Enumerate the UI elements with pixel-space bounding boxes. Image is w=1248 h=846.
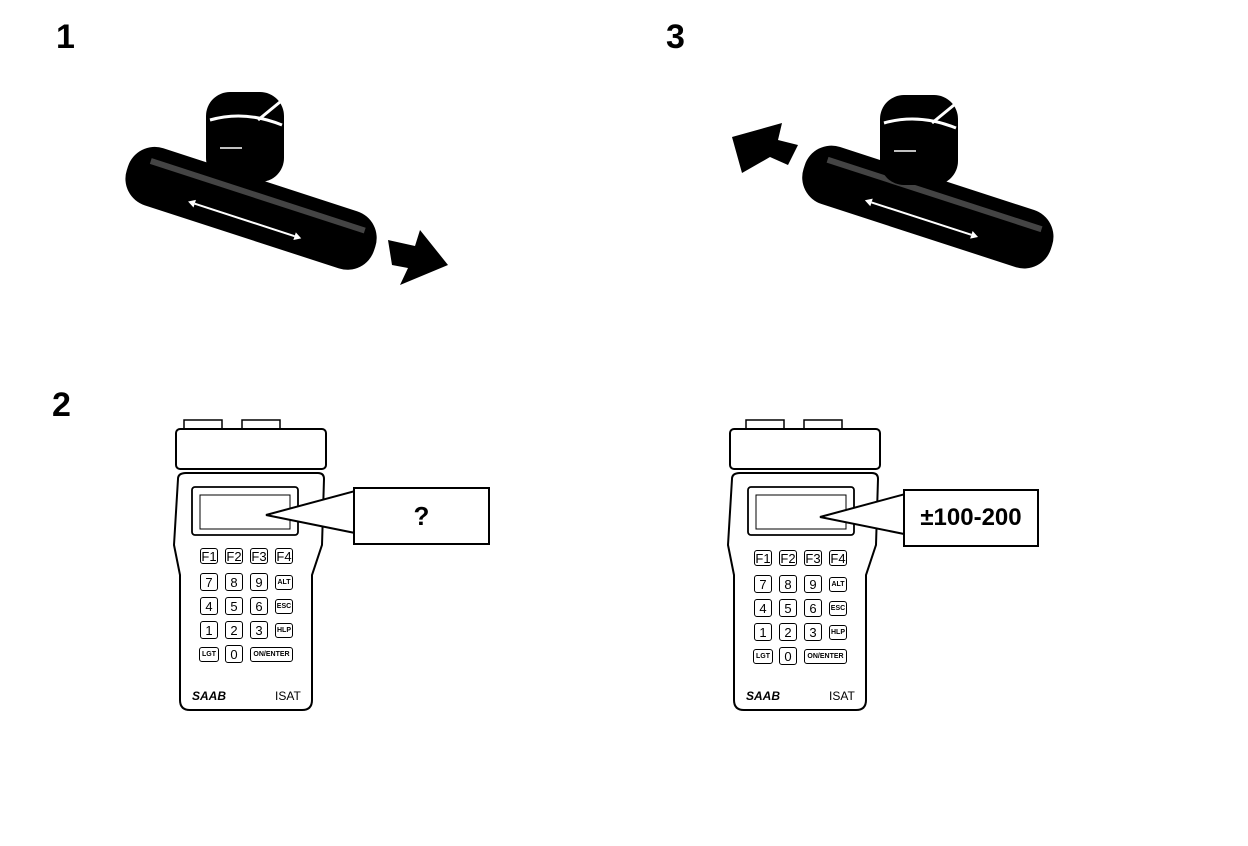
key-esc[interactable]: ESC xyxy=(275,599,293,614)
readout-callout-left: ? xyxy=(353,487,490,545)
key-9[interactable]: 9 xyxy=(250,573,268,591)
key-on-enter[interactable]: ON/ENTER xyxy=(804,649,847,664)
key-hlp[interactable]: HLP xyxy=(829,625,847,640)
step-1-label: 1 xyxy=(56,18,75,56)
key-2[interactable]: 2 xyxy=(225,621,243,639)
isat-tester-right: F1 F2 F3 F4 7 8 9 ALT 4 5 6 ESC 1 2 3 HL… xyxy=(726,415,886,715)
key-f3[interactable]: F3 xyxy=(250,548,268,564)
key-8[interactable]: 8 xyxy=(779,575,797,593)
key-6[interactable]: 6 xyxy=(250,597,268,615)
readout-callout-right: ±100-200 xyxy=(903,489,1039,547)
step-2-label: 2 xyxy=(52,386,71,424)
seat-sensor-icon xyxy=(125,92,448,285)
key-f4[interactable]: F4 xyxy=(829,550,847,566)
key-hlp[interactable]: HLP xyxy=(275,623,293,638)
arrow-left-icon xyxy=(732,123,798,173)
key-on-enter[interactable]: ON/ENTER xyxy=(250,647,293,662)
key-f3[interactable]: F3 xyxy=(804,550,822,566)
key-alt[interactable]: ALT xyxy=(275,575,293,590)
key-f2[interactable]: F2 xyxy=(779,550,797,566)
key-0[interactable]: 0 xyxy=(779,647,797,665)
key-f1[interactable]: F1 xyxy=(754,550,772,566)
model-label: ISAT xyxy=(829,689,855,703)
key-f4[interactable]: F4 xyxy=(275,548,293,564)
key-5[interactable]: 5 xyxy=(225,597,243,615)
key-8[interactable]: 8 xyxy=(225,573,243,591)
callout-pointer xyxy=(819,491,911,537)
model-label: ISAT xyxy=(275,689,301,703)
key-3[interactable]: 3 xyxy=(804,623,822,641)
key-6[interactable]: 6 xyxy=(804,599,822,617)
arrow-right-icon xyxy=(388,230,448,285)
brand-label: SAAB xyxy=(746,689,781,703)
readout-value: ±100-200 xyxy=(920,504,1022,531)
key-9[interactable]: 9 xyxy=(804,575,822,593)
step-3-label: 3 xyxy=(666,18,685,56)
key-lgt[interactable]: LGT xyxy=(753,649,773,664)
key-5[interactable]: 5 xyxy=(779,599,797,617)
key-4[interactable]: 4 xyxy=(200,597,218,615)
key-f2[interactable]: F2 xyxy=(225,548,243,564)
key-1[interactable]: 1 xyxy=(754,623,772,641)
key-f1[interactable]: F1 xyxy=(200,548,218,564)
key-4[interactable]: 4 xyxy=(754,599,772,617)
brand-label: SAAB xyxy=(192,689,227,703)
key-7[interactable]: 7 xyxy=(754,575,772,593)
key-alt[interactable]: ALT xyxy=(829,577,847,592)
key-2[interactable]: 2 xyxy=(779,623,797,641)
readout-value: ? xyxy=(413,500,430,531)
key-7[interactable]: 7 xyxy=(200,573,218,591)
isat-tester-left: F1 F2 F3 F4 7 8 9 ALT 4 5 6 ESC 1 2 3 HL… xyxy=(172,415,332,715)
tester-body-icon xyxy=(172,419,327,711)
key-1[interactable]: 1 xyxy=(200,621,218,639)
key-0[interactable]: 0 xyxy=(225,645,243,663)
key-3[interactable]: 3 xyxy=(250,621,268,639)
seat-sensor-icon xyxy=(732,95,1054,269)
key-esc[interactable]: ESC xyxy=(829,601,847,616)
key-lgt[interactable]: LGT xyxy=(199,647,219,662)
callout-pointer xyxy=(265,489,357,535)
